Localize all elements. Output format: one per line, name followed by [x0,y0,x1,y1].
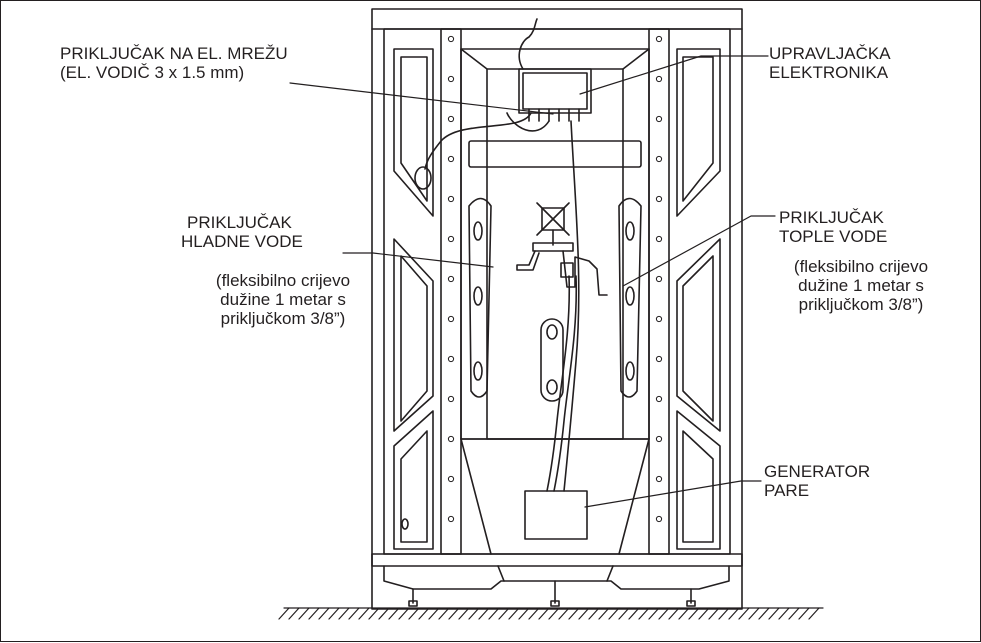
leader-electronics [579,55,769,95]
left-post [440,28,462,555]
mixer-valve [516,202,608,296]
label-hot-line4: dužine 1 metar s [798,276,924,295]
label-cold-line5: priključkom 3/8”) [220,309,346,328]
label-power-line1: PRIKLJUČAK NA EL. MREŽU [60,44,288,63]
right-side-panel [676,48,721,550]
label-generator-line1: GENERATOR [764,462,871,481]
label-hot-water-details: (fleksibilno crijevo dužine 1 metar s pr… [771,257,951,314]
label-power-line2: (EL. VODIČ 3 x 1.5 mm) [60,63,245,82]
label-hot-line5: priključkom 3/8”) [798,295,924,314]
post-screws [447,35,663,523]
floor-hatching [278,607,824,620]
label-control-electronics: UPRAVLJAČKA ELEKTRONIKA [769,44,891,82]
right-jet-strip [618,197,642,398]
label-hot-water: PRIKLJUČAK TOPLE VODE [779,208,887,246]
label-electronics-line1: UPRAVLJAČKA [769,44,891,63]
shower-tray [371,438,743,590]
cabin-feet [408,580,696,607]
hand-shower-holder [540,318,564,402]
label-generator-line2: PARE [764,481,810,500]
left-side-panel [393,48,434,550]
leader-power [289,82,554,115]
leader-lines [289,55,776,508]
steam-generator-box [524,490,588,540]
electrical-cables [424,18,580,492]
label-cold-water: PRIKLJUČAK HLADNE VODE [181,213,303,251]
label-cold-water-details: (fleksibilno crijevo dužine 1 metar s pr… [198,271,368,328]
label-cold-line3: (fleksibilno crijevo [215,271,351,290]
label-electronics-line2: ELEKTRONIKA [769,63,889,82]
label-hot-line2: TOPLE VODE [779,227,888,246]
label-power-connection: PRIKLJUČAK NA EL. MREŽU (EL. VODIČ 3 x 1… [60,44,288,82]
leader-cold-water [342,252,494,268]
label-cold-line1: PRIKLJUČAK [187,213,292,232]
label-hot-line3: (fleksibilno crijevo [793,257,929,276]
top-shelf [468,140,642,168]
label-hot-line1: PRIKLJUČAK [779,208,884,227]
label-steam-generator: GENERATOR PARE [764,462,870,500]
hoses [546,275,578,492]
label-cold-line4: dužine 1 metar s [220,290,346,309]
control-electronics-box [518,68,592,122]
left-jet-strip [468,197,492,398]
cabin-outline [371,8,743,610]
leader-hot-water [622,215,776,287]
right-post [648,28,670,555]
leader-steam-generator [584,480,762,508]
label-cold-line2: HLADNE VODE [181,232,303,251]
